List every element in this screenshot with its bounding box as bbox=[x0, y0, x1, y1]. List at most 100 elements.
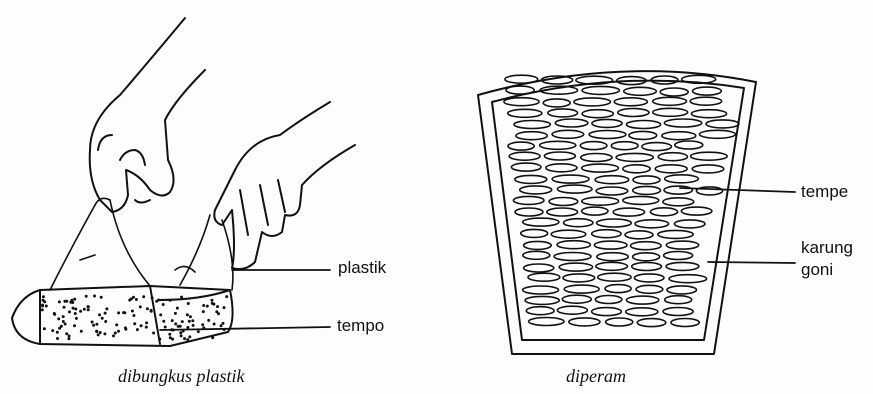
tempe-piece bbox=[642, 143, 672, 151]
tempe-piece bbox=[691, 152, 728, 160]
tempe-piece bbox=[513, 196, 544, 204]
tempe-speckle bbox=[169, 333, 171, 335]
tempe-piece bbox=[663, 198, 694, 206]
tempe-piece bbox=[515, 208, 543, 216]
tempe-piece bbox=[582, 197, 619, 205]
tempe-speckle bbox=[222, 323, 224, 325]
tempe-piece bbox=[521, 229, 548, 237]
tempe-piece bbox=[551, 230, 586, 238]
tempe-piece bbox=[614, 98, 647, 106]
right-hand bbox=[214, 102, 355, 269]
plastic-bag bbox=[50, 198, 233, 290]
tempe-piece bbox=[605, 285, 631, 293]
tempe-speckle bbox=[140, 306, 142, 308]
tempe-piece bbox=[650, 208, 677, 216]
tempe-piece bbox=[636, 285, 663, 293]
tempe-speckle bbox=[123, 312, 125, 314]
tempe-speckle bbox=[172, 338, 174, 340]
tempe-speckle bbox=[80, 310, 82, 312]
karung-leader-line bbox=[708, 262, 795, 263]
tempe-speckle bbox=[75, 308, 77, 310]
tempe-speckle bbox=[125, 327, 127, 329]
tempe-speckle bbox=[159, 338, 161, 340]
tempe-speckle bbox=[156, 301, 158, 303]
tempe-speckle bbox=[136, 299, 138, 301]
tempe-speckle bbox=[96, 323, 98, 325]
tempe-speckle bbox=[59, 327, 61, 329]
tempe-piece bbox=[662, 132, 696, 140]
tempe-speckle bbox=[151, 297, 153, 299]
tempe-speckle bbox=[42, 299, 44, 301]
tempe-piece bbox=[515, 175, 547, 183]
tempe-speckle bbox=[64, 323, 66, 325]
tempe-piece bbox=[596, 262, 628, 270]
tempe-piece bbox=[664, 252, 693, 260]
tempe-speckle bbox=[99, 314, 101, 316]
tempe-speckle bbox=[147, 308, 149, 310]
tempe-piece bbox=[595, 296, 622, 304]
caption-right: diperam bbox=[566, 366, 626, 387]
tempe-piece bbox=[674, 220, 705, 228]
tempe-speckle bbox=[146, 326, 148, 328]
tempe-speckle bbox=[218, 313, 220, 315]
tempe-piece bbox=[634, 274, 664, 282]
tempe-piece bbox=[562, 295, 591, 303]
tempe-piece bbox=[514, 121, 550, 129]
tempe-piece bbox=[626, 121, 660, 129]
tempe-piece bbox=[691, 110, 726, 118]
tempe-piece bbox=[582, 164, 619, 172]
tempe-piece bbox=[623, 196, 659, 204]
tempe-speckle bbox=[44, 328, 46, 330]
tempe-speckle bbox=[72, 307, 74, 309]
tempe-speckle bbox=[177, 326, 179, 328]
tempe-piece bbox=[635, 220, 669, 228]
tempe-piece bbox=[589, 131, 626, 139]
tempe-speckle bbox=[42, 309, 44, 311]
tempe-speckle bbox=[68, 338, 70, 340]
tempe-speckle bbox=[169, 300, 171, 302]
tempe-piece bbox=[633, 186, 661, 194]
tempe-block bbox=[12, 286, 233, 346]
tempe-speckle bbox=[212, 337, 214, 339]
tempe-speckle bbox=[208, 320, 210, 322]
tempe-speckle bbox=[131, 298, 133, 300]
tempe-speckle bbox=[171, 320, 173, 322]
label-karung: karung bbox=[801, 238, 853, 258]
tempe-speckle bbox=[162, 304, 164, 306]
tempe-speckle bbox=[46, 305, 48, 307]
tempe-piece bbox=[511, 163, 541, 171]
tempe-piece bbox=[564, 285, 599, 293]
tempe-piece bbox=[592, 308, 622, 316]
tempe-piece bbox=[598, 273, 631, 281]
tempe-piece bbox=[699, 130, 735, 138]
tempe-piece bbox=[597, 219, 632, 227]
tempe-piece bbox=[706, 120, 739, 128]
tempe-speckle bbox=[88, 306, 90, 308]
tempe-piece bbox=[506, 86, 534, 94]
tempe-speckle bbox=[84, 309, 86, 311]
tempe-piece bbox=[543, 99, 570, 107]
tempe-speckle bbox=[202, 324, 204, 326]
tempe-piece bbox=[520, 186, 552, 194]
tempe-piece bbox=[613, 208, 644, 216]
tempe-speckle bbox=[216, 311, 218, 313]
tempe-speckle bbox=[188, 303, 190, 305]
tempe-piece bbox=[529, 318, 564, 326]
tempe-speckle bbox=[97, 334, 99, 336]
tempe-piece bbox=[554, 253, 591, 261]
tempe-pieces bbox=[504, 75, 739, 326]
tempe-speckle bbox=[133, 315, 135, 317]
tempe-piece bbox=[681, 207, 712, 215]
tempe-piece bbox=[516, 132, 547, 140]
tempe-piece bbox=[574, 98, 611, 106]
tempe-speckle bbox=[203, 311, 205, 313]
tempe-speckle bbox=[58, 318, 60, 320]
tempe-speckle bbox=[140, 325, 142, 327]
tempe-piece bbox=[671, 319, 699, 327]
tempe-speckle bbox=[137, 329, 139, 331]
caption-left: dibungkus plastik bbox=[118, 366, 245, 387]
label-plastik: plastik bbox=[338, 258, 386, 278]
tempe-piece bbox=[629, 131, 657, 139]
tempe-piece bbox=[549, 198, 578, 206]
